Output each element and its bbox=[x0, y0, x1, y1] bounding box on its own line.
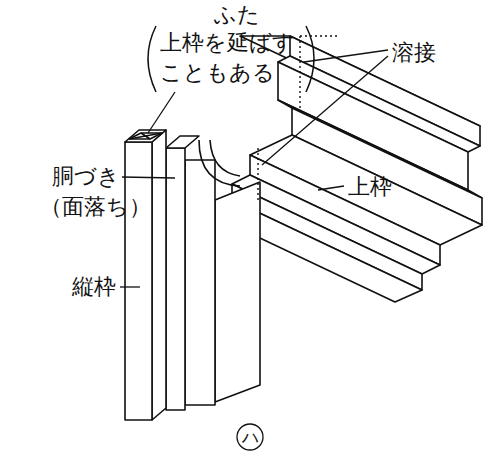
vertical-frame-label: 縦枠 bbox=[72, 272, 116, 302]
leader-line bbox=[148, 92, 175, 133]
leader-line bbox=[120, 286, 140, 287]
weld-line bbox=[300, 35, 340, 36]
lid-cross bbox=[129, 133, 162, 139]
weld-line bbox=[299, 36, 300, 108]
leader-lines bbox=[120, 50, 388, 287]
lid-top bbox=[125, 130, 166, 142]
bracket bbox=[306, 26, 314, 92]
tube-front bbox=[125, 142, 152, 420]
brackets bbox=[148, 26, 314, 92]
lid-square bbox=[129, 133, 162, 139]
leader-line bbox=[262, 56, 388, 165]
frame-flange-top bbox=[166, 136, 199, 148]
frame-flange-face bbox=[166, 148, 185, 410]
lid-note: 上枠を延ばすこともある bbox=[160, 28, 296, 88]
lid-label: ふた bbox=[214, 0, 260, 30]
frame-step-face bbox=[185, 160, 215, 405]
vertical-frame bbox=[125, 130, 260, 420]
notch-curve-inner bbox=[210, 140, 240, 176]
tube-side bbox=[152, 130, 166, 420]
leader-line bbox=[122, 177, 175, 178]
bracket bbox=[148, 26, 156, 92]
upper-frame-label: 上枠 bbox=[348, 172, 392, 202]
notch bbox=[199, 140, 240, 186]
figure-circle bbox=[237, 424, 263, 450]
weld-label: 溶接 bbox=[392, 38, 436, 68]
leader-line bbox=[304, 50, 388, 62]
frame-side-panel bbox=[215, 182, 260, 402]
figure-number: ハ bbox=[242, 429, 259, 446]
chamfer-note: （面落ち） bbox=[40, 192, 151, 222]
shoulder-label: 胴づき bbox=[52, 162, 120, 192]
notch-curve bbox=[199, 140, 240, 186]
leader-line bbox=[318, 186, 344, 190]
weld-line bbox=[257, 148, 258, 200]
